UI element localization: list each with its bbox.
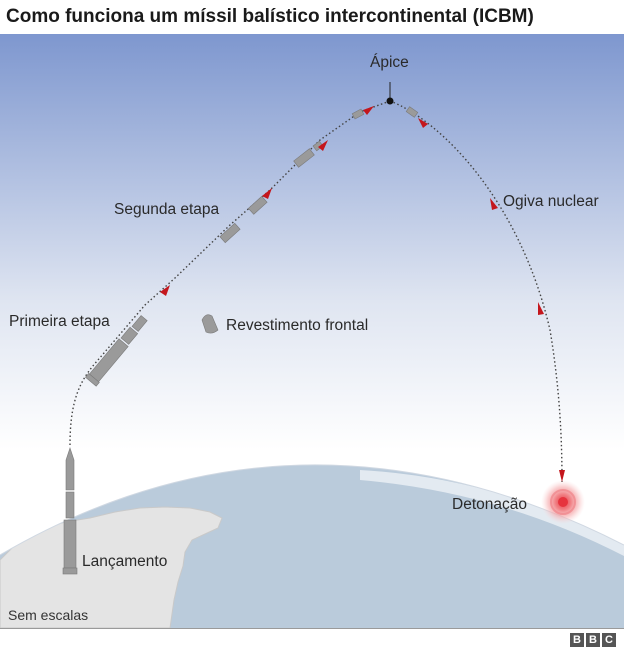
descent-arrow-1 [418, 118, 428, 128]
missile-upper-stage [293, 108, 365, 168]
warhead-label: Ogiva nuclear [503, 193, 599, 210]
missile-launch [62, 447, 78, 575]
logo-letter-3: C [602, 633, 616, 647]
footer-rule [0, 628, 624, 629]
detonation-label: Detonação [452, 496, 527, 513]
descent-trajectory [389, 100, 563, 483]
nose-cone-icon [201, 314, 219, 334]
nose-cone-label: Revestimento frontal [226, 317, 368, 334]
descent-arrow-2 [490, 198, 498, 210]
apex-dot [386, 97, 394, 105]
second-stage-label: Segunda etapa [114, 201, 220, 218]
upper-stage-arrow-1 [318, 140, 328, 151]
descent-arrow-4 [559, 470, 565, 482]
detonation-ring [550, 489, 576, 515]
apex-label: Ápice [370, 54, 409, 71]
second-stage-arrow [262, 188, 272, 199]
logo-letter-1: B [570, 633, 584, 647]
logo-letter-2: B [586, 633, 600, 647]
missile-first-stage [85, 315, 148, 387]
horizon-line [0, 464, 624, 556]
launch-label: Lançamento [82, 553, 167, 570]
descent-arrow-3 [538, 302, 544, 315]
missile-second-stage [219, 195, 268, 244]
first-stage-label: Primeira etapa [9, 313, 110, 330]
diagram-title: Como funciona um míssil balístico interc… [6, 6, 534, 27]
upper-stage-arrow-2 [363, 106, 374, 115]
bbc-logo: B B C [570, 633, 616, 647]
scale-note: Sem escalas [8, 607, 89, 623]
detonation-core [558, 497, 568, 507]
first-stage-arrow [160, 285, 170, 296]
icbm-diagram: Ápice Lançamento Primeira etapa Revestim… [0, 34, 624, 628]
warhead-near-apex [405, 106, 419, 118]
